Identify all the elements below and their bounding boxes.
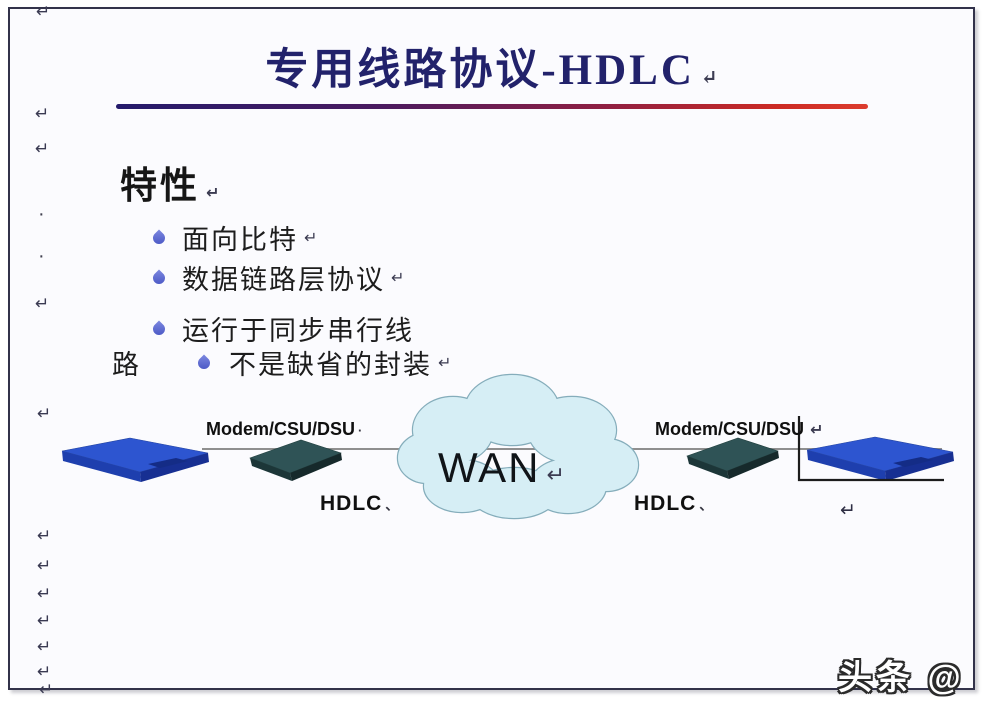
section-heading-text: 特性 bbox=[120, 165, 200, 206]
paragraph-mark: ↵ bbox=[840, 500, 856, 521]
wan-label-text: WAN bbox=[438, 444, 541, 491]
stray-mark: 、 bbox=[385, 498, 399, 513]
paragraph-mark: ↵ bbox=[37, 556, 52, 575]
modem-label-left: Modem/CSU/DSU· bbox=[206, 419, 362, 440]
bullet-text: 不是缺省的封装 bbox=[229, 350, 432, 380]
paragraph-mark: ↵ bbox=[37, 662, 52, 681]
dot-mark: · bbox=[38, 245, 45, 267]
router-icon-right bbox=[806, 436, 955, 482]
paragraph-mark: ↵ bbox=[700, 67, 718, 89]
modem-label-right: Modem/CSU/DSU ↵ bbox=[655, 419, 823, 440]
hdlc-label-left-text: HDLC bbox=[320, 492, 383, 515]
paragraph-mark: ↵ bbox=[37, 584, 52, 603]
bullet-item: 数据链路层协议 ↵ bbox=[150, 258, 405, 297]
paragraph-mark: ↵ bbox=[37, 526, 52, 545]
paragraph-mark: ↵ bbox=[37, 637, 52, 656]
hdlc-label-right-text: HDLC bbox=[634, 492, 697, 515]
bullet-text: 运行于同步串行线 bbox=[182, 316, 414, 346]
bullet-item: 面向比特 ↵ bbox=[150, 218, 318, 257]
watermark: 头条 @ bbox=[838, 659, 965, 697]
paragraph-mark: ↵ bbox=[37, 404, 52, 423]
paragraph-mark: ↵ bbox=[810, 422, 824, 439]
paragraph-mark: ↵ bbox=[546, 462, 565, 487]
bullet-text: 数据链路层协议 bbox=[182, 265, 385, 295]
modem-label-right-text: Modem/CSU/DSU bbox=[655, 419, 805, 439]
paragraph-mark: ↵ bbox=[35, 104, 50, 123]
paragraph-mark: ↵ bbox=[391, 269, 405, 287]
paragraph-mark: ↵ bbox=[36, 2, 51, 21]
modem-icon-left bbox=[249, 439, 343, 482]
callout-corner-line bbox=[797, 416, 944, 482]
modem-icon-right bbox=[686, 437, 780, 480]
title-divider-line bbox=[116, 104, 868, 109]
section-heading: 特性 ↵ bbox=[120, 155, 219, 209]
paragraph-mark: ↵ bbox=[35, 294, 50, 313]
wrapped-text: 路 bbox=[112, 350, 141, 380]
stray-mark: · bbox=[358, 423, 363, 438]
page-title: 专用线路协议-HDLC↵ bbox=[10, 35, 973, 97]
page-title-text: 专用线路协议-HDLC bbox=[265, 47, 695, 94]
network-diagram bbox=[61, 373, 955, 520]
bullet-text: 面向比特 bbox=[182, 225, 298, 255]
wan-cloud-icon bbox=[396, 373, 640, 520]
router-icon-left bbox=[61, 437, 210, 483]
paragraph-mark: ↵ bbox=[37, 611, 52, 630]
hdlc-label-right: HDLC、 bbox=[634, 492, 712, 516]
paragraph-mark: ↵ bbox=[35, 139, 50, 158]
bullet-item: 路 不是缺省的封装 ↵ bbox=[112, 343, 451, 382]
paragraph-mark: ↵ bbox=[39, 680, 54, 699]
bullet-item: 运行于同步串行线 bbox=[150, 309, 414, 348]
wan-label: WAN↵ bbox=[438, 444, 618, 492]
hdlc-label-left: HDLC、 bbox=[320, 492, 398, 516]
document-page: 专用线路协议-HDLC↵ 特性↵ 面向比特 ↵ 数据链路层协议 ↵ 运行于同步串… bbox=[8, 3, 975, 698]
dot-mark: · bbox=[38, 203, 45, 225]
paragraph-mark: ↵ bbox=[206, 185, 220, 202]
paragraph-mark: ↵ bbox=[438, 354, 452, 372]
paragraph-mark: ↵ bbox=[304, 229, 318, 247]
modem-label-left-text: Modem/CSU/DSU bbox=[206, 419, 356, 439]
stray-mark: 、 bbox=[699, 498, 713, 513]
